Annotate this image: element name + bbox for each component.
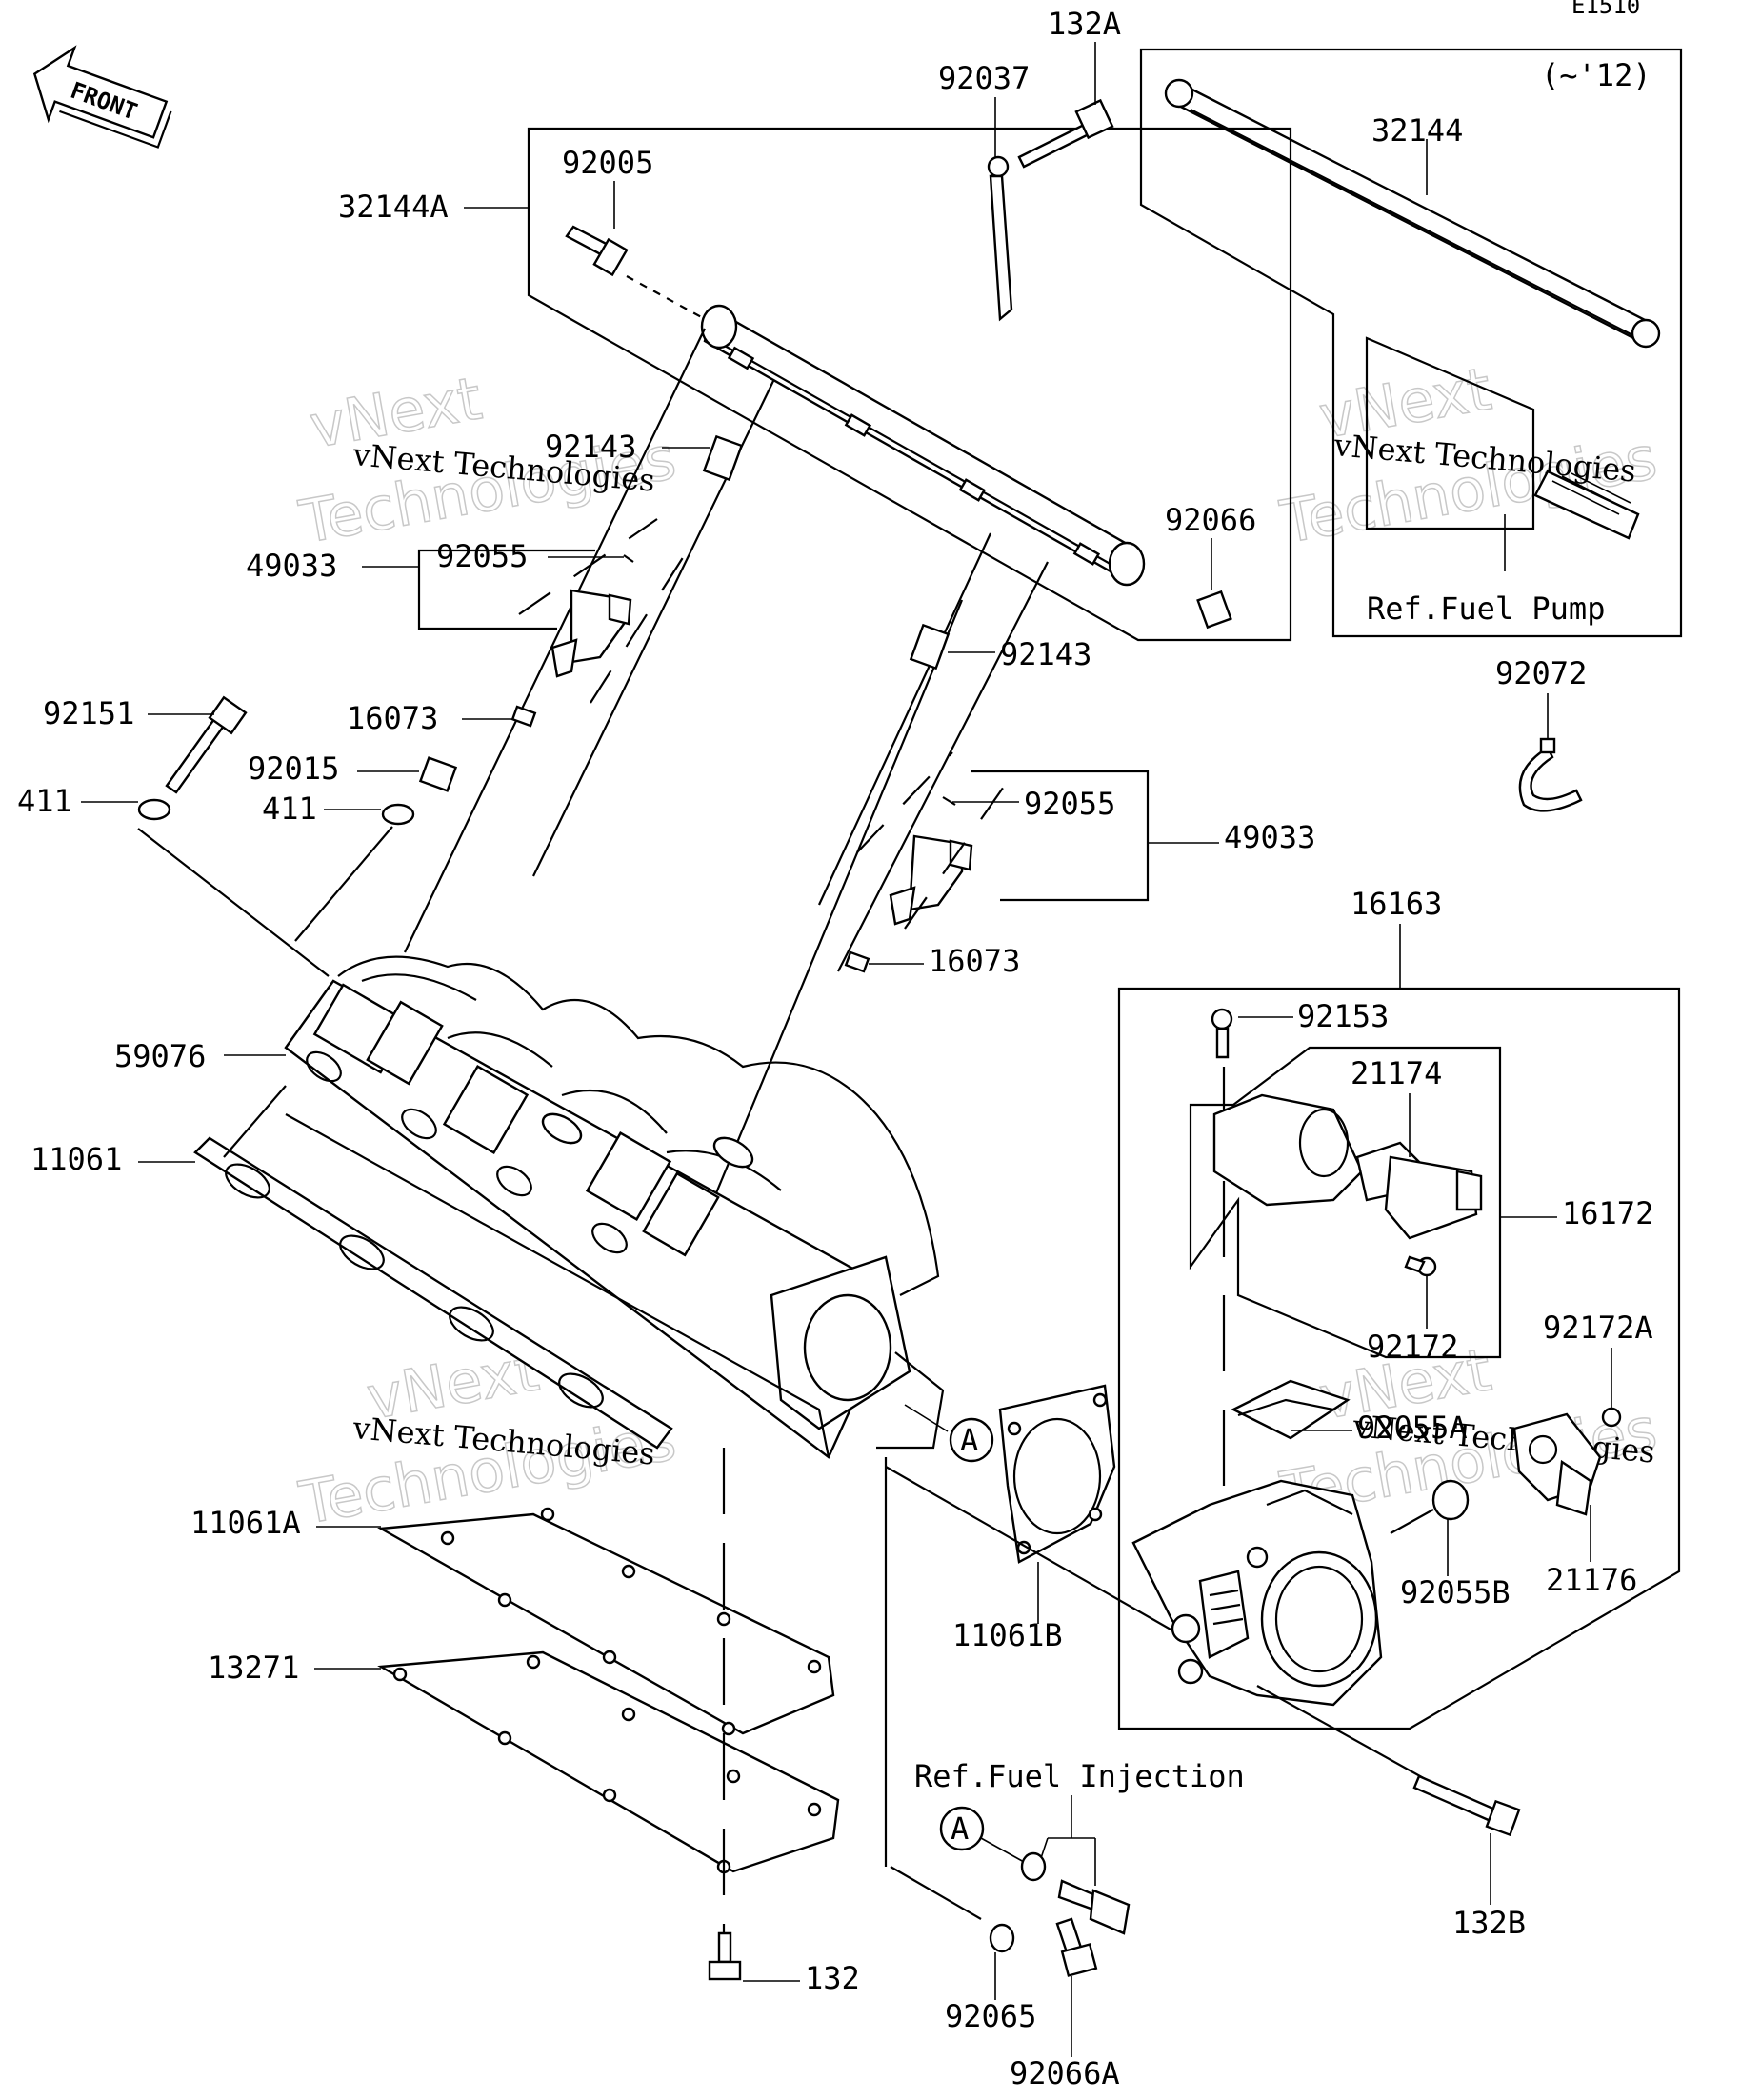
bolt-132B-icon — [1412, 1774, 1521, 1837]
label-92055B: 92055B — [1400, 1574, 1511, 1610]
washer-92065-icon — [989, 1923, 1015, 1953]
label-49033-left: 49033 — [246, 548, 337, 584]
front-arrow-icon: FRONT — [32, 45, 172, 149]
gasket-92055A-icon — [1231, 1379, 1351, 1440]
marker-a: A — [960, 1422, 978, 1458]
label-92172A: 92172A — [1543, 1310, 1653, 1346]
temp-sensor-icon — [1057, 1879, 1131, 1935]
gasket-11061A-icon — [377, 1507, 835, 1736]
watermark-3: vNext Technologies vNext Technologies — [293, 1334, 681, 1539]
washer-ref-icon — [1020, 1851, 1047, 1882]
label-92055A: 92055A — [1357, 1410, 1468, 1446]
label-11061A: 11061A — [190, 1505, 301, 1541]
label-92037: 92037 — [938, 60, 1030, 96]
gasket-11061-icon — [193, 1136, 673, 1450]
label-49033-right: 49033 — [1224, 819, 1315, 855]
label-16073-left: 16073 — [347, 700, 438, 736]
ref-fuel-pump: Ref.Fuel Pump — [1367, 590, 1605, 627]
label-92015: 92015 — [248, 750, 339, 787]
label-11061B: 11061B — [952, 1617, 1063, 1653]
fitting-92005-icon — [565, 225, 706, 320]
label-92172: 92172 — [1367, 1329, 1458, 1365]
label-92153: 92153 — [1297, 998, 1389, 1034]
nut-92015-icon — [418, 756, 458, 792]
gasket-11061B-icon — [998, 1384, 1116, 1564]
label-21174: 21174 — [1351, 1055, 1442, 1091]
sensor-21176-icon — [1512, 1412, 1602, 1516]
screw-92172-icon — [1404, 1255, 1437, 1277]
inset-box-throttle-body — [1117, 987, 1681, 1730]
cover-13271-icon — [377, 1650, 840, 1874]
clamp-92072-icon — [1518, 737, 1583, 812]
label-11061: 11061 — [30, 1141, 122, 1177]
label-59076: 59076 — [114, 1038, 206, 1074]
fuel-rail-32144A — [700, 304, 1146, 587]
fuel-rail-32144 — [1164, 78, 1661, 349]
throttle-body-icon — [1131, 1479, 1383, 1707]
label-92066: 92066 — [1165, 502, 1256, 538]
ref-fuel-injection: Ref.Fuel Injection — [914, 1758, 1245, 1794]
plug-92066A-icon — [1055, 1917, 1098, 1977]
oring-92055B-icon — [1431, 1479, 1470, 1521]
label-132B: 132B — [1452, 1905, 1526, 1941]
label-16172: 16172 — [1562, 1195, 1653, 1231]
label-132A: 132A — [1048, 6, 1121, 42]
label-92065: 92065 — [945, 1998, 1036, 2034]
injector-49033-left-icon — [550, 589, 632, 678]
label-21176: 21176 — [1546, 1562, 1637, 1598]
label-32144A: 32144A — [338, 189, 449, 225]
label-132: 132 — [805, 1960, 860, 1996]
seal-92143-left — [702, 434, 744, 482]
label-92151: 92151 — [43, 695, 134, 731]
injector-49033-right-icon — [889, 834, 973, 926]
watermark-2: vNext Technologies vNext Technologies — [1274, 353, 1662, 558]
label-92072: 92072 — [1495, 655, 1587, 691]
seal-92143-right — [909, 623, 951, 670]
label-92143-right: 92143 — [1000, 636, 1091, 672]
sensor-housing-21174-icon — [1212, 1093, 1483, 1240]
marker-a-ref-icon — [939, 1806, 985, 1851]
washer-411-right — [381, 803, 415, 826]
label-411-left: 411 — [17, 783, 72, 819]
marker-a-ref: A — [951, 1810, 969, 1847]
bolt-92151-icon — [165, 695, 248, 794]
bolt-132-icon — [708, 1931, 742, 1981]
cap-92066-icon — [1196, 590, 1232, 630]
screw-92172A-icon — [1601, 1407, 1622, 1428]
screw-92153-icon — [1211, 1008, 1233, 1059]
label-92066A: 92066A — [1010, 2055, 1120, 2091]
inset-box-fuel-rail — [1139, 48, 1683, 638]
label-92055-left: 92055 — [436, 538, 528, 574]
marker-a-icon — [949, 1417, 994, 1463]
variant-note: (~'12) — [1541, 57, 1651, 93]
label-411-right: 411 — [262, 790, 317, 827]
oring-16073-right — [844, 950, 870, 973]
diagram-code: E1510 — [1571, 0, 1640, 19]
label-16163: 16163 — [1351, 886, 1442, 922]
label-32144: 32144 — [1371, 112, 1463, 149]
bolt-132A-icon — [1017, 98, 1114, 169]
fuel-pump-fitting-icon — [1533, 470, 1640, 540]
label-13271: 13271 — [208, 1650, 299, 1686]
washer-411-left — [137, 798, 171, 821]
oring-16073-left — [510, 705, 537, 728]
label-92005: 92005 — [562, 145, 653, 181]
intake-manifold-icon — [284, 955, 945, 1459]
label-92143-top: 92143 — [545, 429, 636, 465]
label-16073-right: 16073 — [929, 943, 1020, 979]
tie-92037-icon — [987, 155, 1013, 322]
label-92055-right: 92055 — [1024, 786, 1115, 822]
